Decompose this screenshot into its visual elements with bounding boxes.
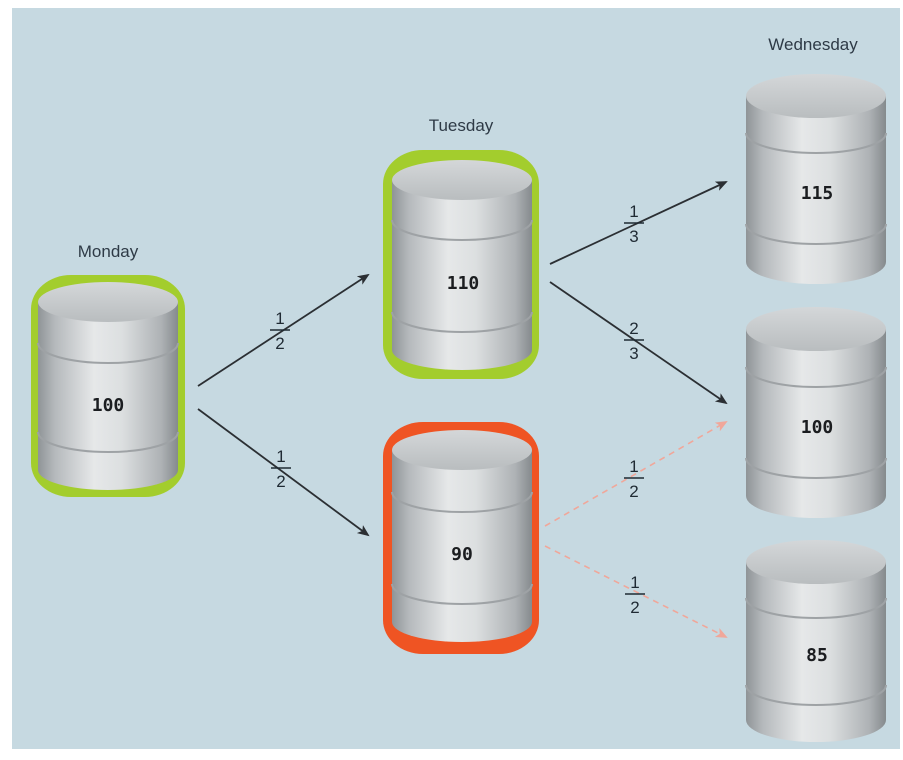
- arrow-tuesday-down-to-wednesday-bottom: [544, 545, 728, 638]
- barrel-value-wednesday-top: 115: [801, 183, 834, 204]
- barrel-tuesday-down: 90: [383, 422, 539, 654]
- probability-tue-down-to-wed-bottom: 1 2: [625, 573, 645, 617]
- svg-text:1: 1: [276, 447, 285, 466]
- svg-text:1: 1: [629, 457, 638, 476]
- arrow-monday-to-tuesday-down: [197, 408, 370, 537]
- barrel-value-monday: 100: [92, 395, 125, 416]
- barrel-tuesday-up: 110: [383, 150, 539, 379]
- svg-text:2: 2: [629, 319, 638, 338]
- barrel-wednesday-bottom: 85: [745, 540, 887, 742]
- barrel-value-tuesday-up: 110: [447, 273, 480, 294]
- svg-text:1: 1: [629, 202, 638, 221]
- svg-text:2: 2: [275, 334, 284, 353]
- svg-text:1: 1: [630, 573, 639, 592]
- barrel-value-wednesday-mid: 100: [801, 417, 834, 438]
- probability-mon-to-tue-up: 1 2: [270, 309, 290, 353]
- arrow-tuesday-down-to-wednesday-mid: [544, 421, 728, 527]
- probability-tue-up-to-wed-mid: 2 3: [624, 319, 644, 363]
- svg-text:1: 1: [275, 309, 284, 328]
- arrow-tuesday-up-to-wednesday-mid: [549, 281, 728, 405]
- svg-text:2: 2: [630, 598, 639, 617]
- barrel-value-wednesday-bottom: 85: [806, 645, 828, 666]
- barrel-monday: 100: [31, 275, 185, 497]
- probability-mon-to-tue-down: 1 2: [271, 447, 291, 491]
- barrel-wednesday-top: 115: [745, 74, 887, 284]
- svg-text:2: 2: [276, 472, 285, 491]
- barrel-value-tuesday-down: 90: [451, 544, 473, 565]
- day-label-tuesday: Tuesday: [429, 116, 494, 135]
- probability-tue-down-to-wed-mid: 1 2: [624, 457, 644, 501]
- barrel-wednesday-mid: 100: [745, 307, 887, 518]
- probability-tue-up-to-wed-top: 1 3: [624, 202, 644, 246]
- svg-text:3: 3: [629, 227, 638, 246]
- day-label-wednesday: Wednesday: [768, 35, 858, 54]
- svg-text:2: 2: [629, 482, 638, 501]
- svg-text:3: 3: [629, 344, 638, 363]
- day-label-monday: Monday: [78, 242, 139, 261]
